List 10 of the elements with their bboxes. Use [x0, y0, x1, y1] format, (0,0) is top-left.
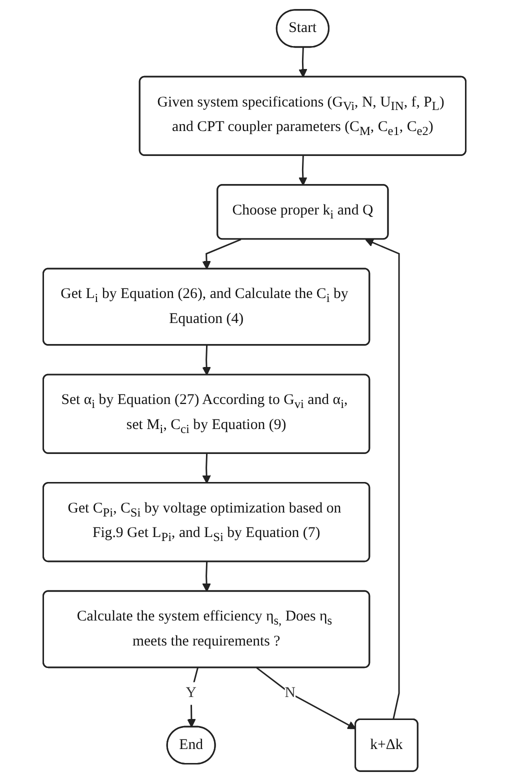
- arrow: [202, 454, 211, 484]
- arrow: [256, 667, 356, 730]
- arrow: [202, 345, 211, 376]
- arrow: [298, 47, 308, 78]
- edge-label: Y: [186, 685, 196, 701]
- arrow: [202, 238, 242, 270]
- arrow: [202, 562, 211, 592]
- arrow: [365, 238, 400, 720]
- arrow: [298, 156, 308, 186]
- edge-label: N: [284, 685, 296, 701]
